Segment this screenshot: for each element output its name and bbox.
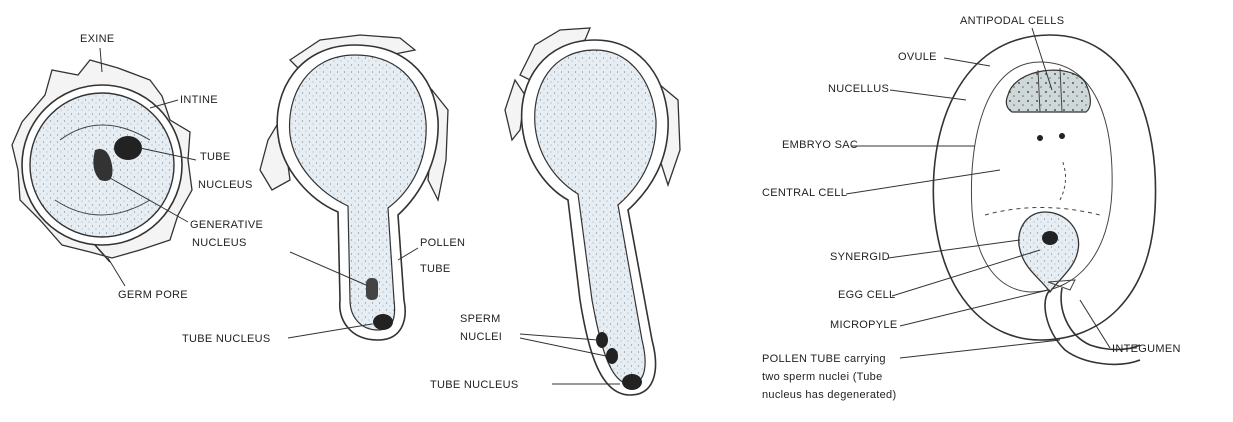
label-pollen-tube-2: TUBE [420,263,451,275]
label-tube-nucleus-b: TUBE NUCLEUS [182,333,271,345]
label-antipodal: ANTIPODAL CELLS [960,15,1064,27]
germinating-pollen-figure [260,35,448,340]
label-central-cell: CENTRAL CELL [762,187,847,199]
tube-nucleus-3-shape [622,374,642,390]
polar-nucleus-2 [1059,133,1065,139]
sperm-nucleus-2 [606,348,618,364]
label-germ-pore: GERM PORE [118,289,188,301]
label-intine: INTINE [180,94,218,106]
label-integument: INTEGUMEN [1112,343,1181,355]
polar-nucleus-1 [1037,135,1043,141]
label-pollen-caption-2: two sperm nuclei (Tube [762,371,883,383]
generative-in-tube [366,278,378,300]
tube-nucleus-shape [114,136,142,160]
label-generative: GENERATIVE [190,219,263,231]
label-pollen-caption-3: nucleus has degenerated) [762,389,896,401]
tube-nucleus-2-shape [373,314,393,330]
label-ovule: OVULE [898,51,937,63]
label-tube-nucleus-c: TUBE NUCLEUS [430,379,519,391]
label-egg-cell: EGG CELL [838,289,895,301]
label-pollen-tube: POLLEN [420,237,465,249]
label-nucellus: NUCELLUS [828,83,889,95]
label-tube-nucleus: TUBE [200,151,231,163]
label-tube-nucleus-2: NUCLEUS [198,179,253,191]
label-sperm: SPERM [460,313,501,325]
label-sperm-2: NUCLEI [460,331,502,343]
label-generative-2: NUCLEUS [192,237,247,249]
label-pollen-caption-1: POLLEN TUBE carrying [762,353,886,365]
label-synergid: SYNERGID [830,251,890,263]
pollen-grain-figure [12,60,192,262]
ovule-figure [933,35,1155,364]
label-micropyle: MICROPYLE [830,319,898,331]
label-exine: EXINE [80,33,115,45]
label-embryo-sac: EMBRYO SAC [782,139,858,151]
egg-nucleus [1042,231,1058,245]
